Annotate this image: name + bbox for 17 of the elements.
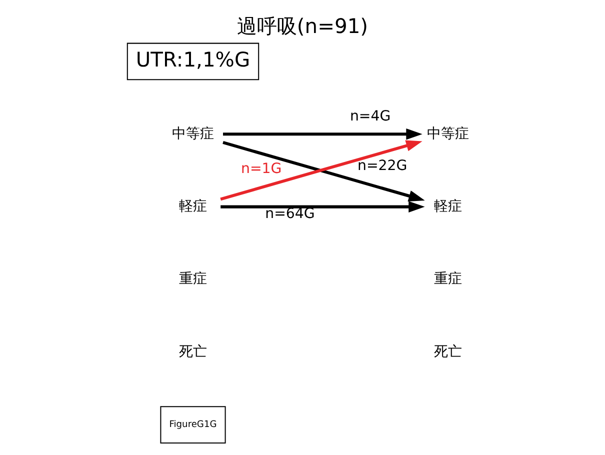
node-box: FigureG1G <box>160 406 226 443</box>
edge-label: n=4G <box>350 108 391 124</box>
node-text: 死亡 <box>179 343 207 360</box>
node-box: UTR:1,1%G <box>126 42 260 80</box>
node-text: 重症 <box>434 270 462 287</box>
edge-label: n=64G <box>265 206 315 222</box>
node-text: 中等症 <box>426 125 469 142</box>
arrow <box>223 128 422 140</box>
arrow <box>220 200 425 212</box>
diagram-title: 過呼吸(n=91) <box>236 14 368 38</box>
node-text: 重症 <box>179 270 207 287</box>
node-text: 軽症 <box>179 198 207 214</box>
node-text: 死亡 <box>434 343 462 360</box>
edge-label: n=1G <box>241 160 282 177</box>
edge-label: n=22G <box>358 157 408 174</box>
node-text: 軽症 <box>434 198 462 214</box>
node-text: 中等症 <box>172 125 214 142</box>
